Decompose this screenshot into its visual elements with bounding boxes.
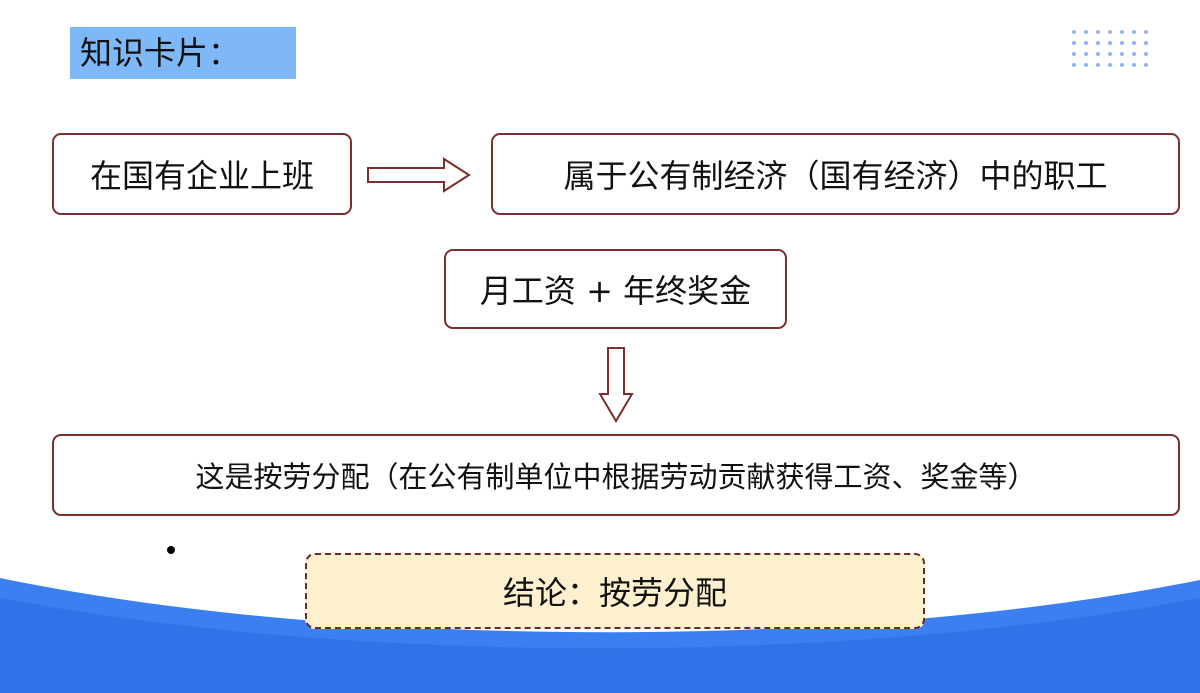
- bottom-wave-decoration: [0, 578, 1200, 693]
- flow-box-employment: 在国有企业上班: [52, 133, 352, 215]
- right-arrow-icon: [367, 157, 471, 193]
- conclusion-box: 结论：按劳分配: [305, 553, 925, 629]
- flow-box-distribution: 这是按劳分配（在公有制单位中根据劳动贡献获得工资、奖金等）: [52, 434, 1180, 516]
- flow-box-public-economy: 属于公有制经济（国有经济）中的职工: [491, 133, 1180, 215]
- bullet-dot: [167, 546, 175, 554]
- card-title: 知识卡片：: [70, 27, 296, 79]
- down-arrow-icon: [598, 347, 634, 423]
- flow-box-income: 月工资 + 年终奖金: [444, 249, 787, 329]
- decorative-dots-icon: [1072, 30, 1148, 67]
